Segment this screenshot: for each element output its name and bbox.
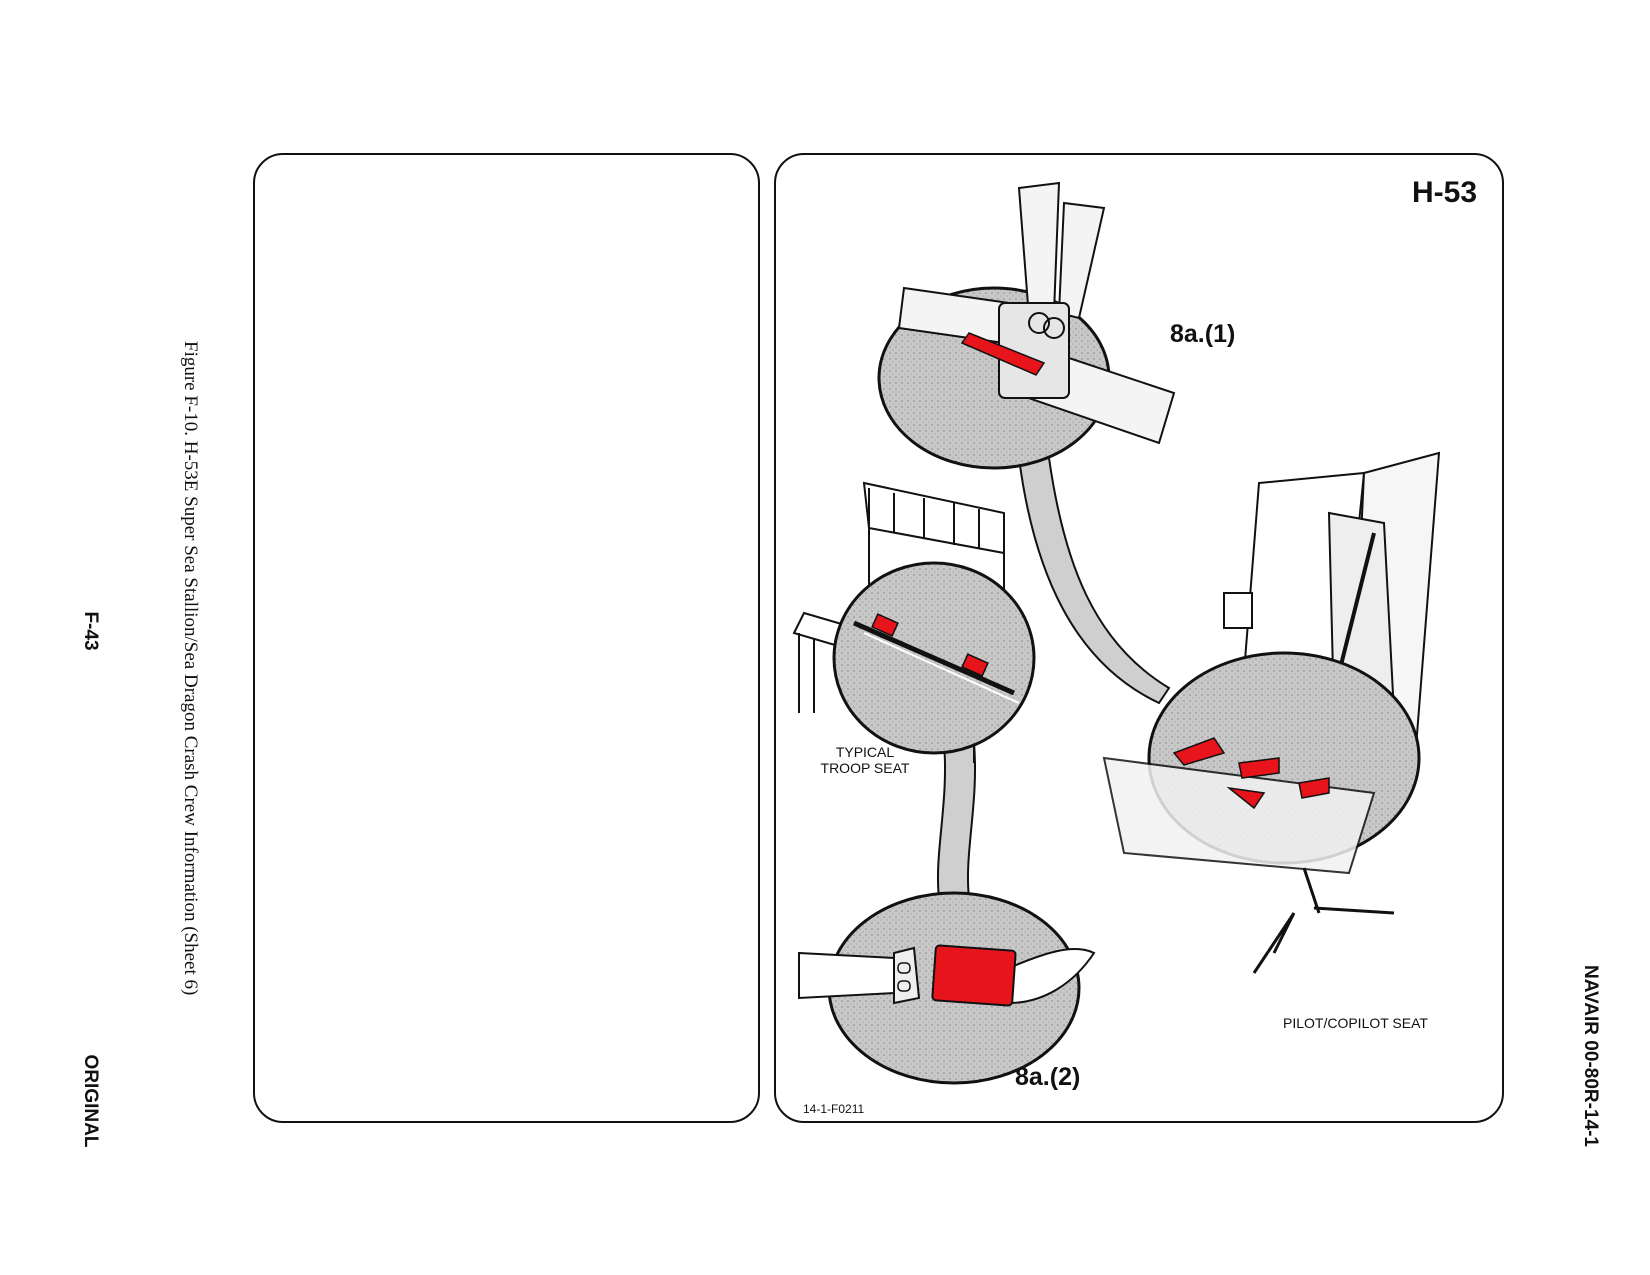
figure-id: 14-1-F0211 [803, 1102, 865, 1116]
blank-panel [253, 153, 760, 1123]
buckle-release-lever [960, 332, 1046, 376]
pilot-seat [1102, 451, 1441, 974]
pilot-seat-label: PILOT/COPILOT SEAT [1283, 1015, 1428, 1031]
troop-seat [792, 481, 1036, 763]
connector-beam-top [1017, 457, 1171, 705]
aircraft-label: H-53 [1412, 176, 1478, 209]
buckle-detail-circle [877, 181, 1176, 470]
figure-caption: Figure F-10. H-53E Super Sea Stallion/Se… [180, 341, 201, 996]
callout-8a1: 8a.(1) [1170, 320, 1236, 348]
illustration-panel [774, 153, 1504, 1123]
connector-beam-bottom [936, 742, 977, 899]
seat-restraint-illustration [792, 181, 1441, 1085]
page-number: F-43 [80, 611, 101, 651]
lift-latch-handle [931, 944, 1017, 1007]
document-number: NAVAIR 00-80R-14-1 [1580, 965, 1601, 1147]
callout-8a2: 8a.(2) [1015, 1063, 1081, 1091]
status-label: ORIGINAL [80, 1054, 101, 1148]
lift-latch-detail-circle [798, 891, 1096, 1085]
troop-seat-label: TYPICAL TROOP SEAT [820, 744, 910, 776]
